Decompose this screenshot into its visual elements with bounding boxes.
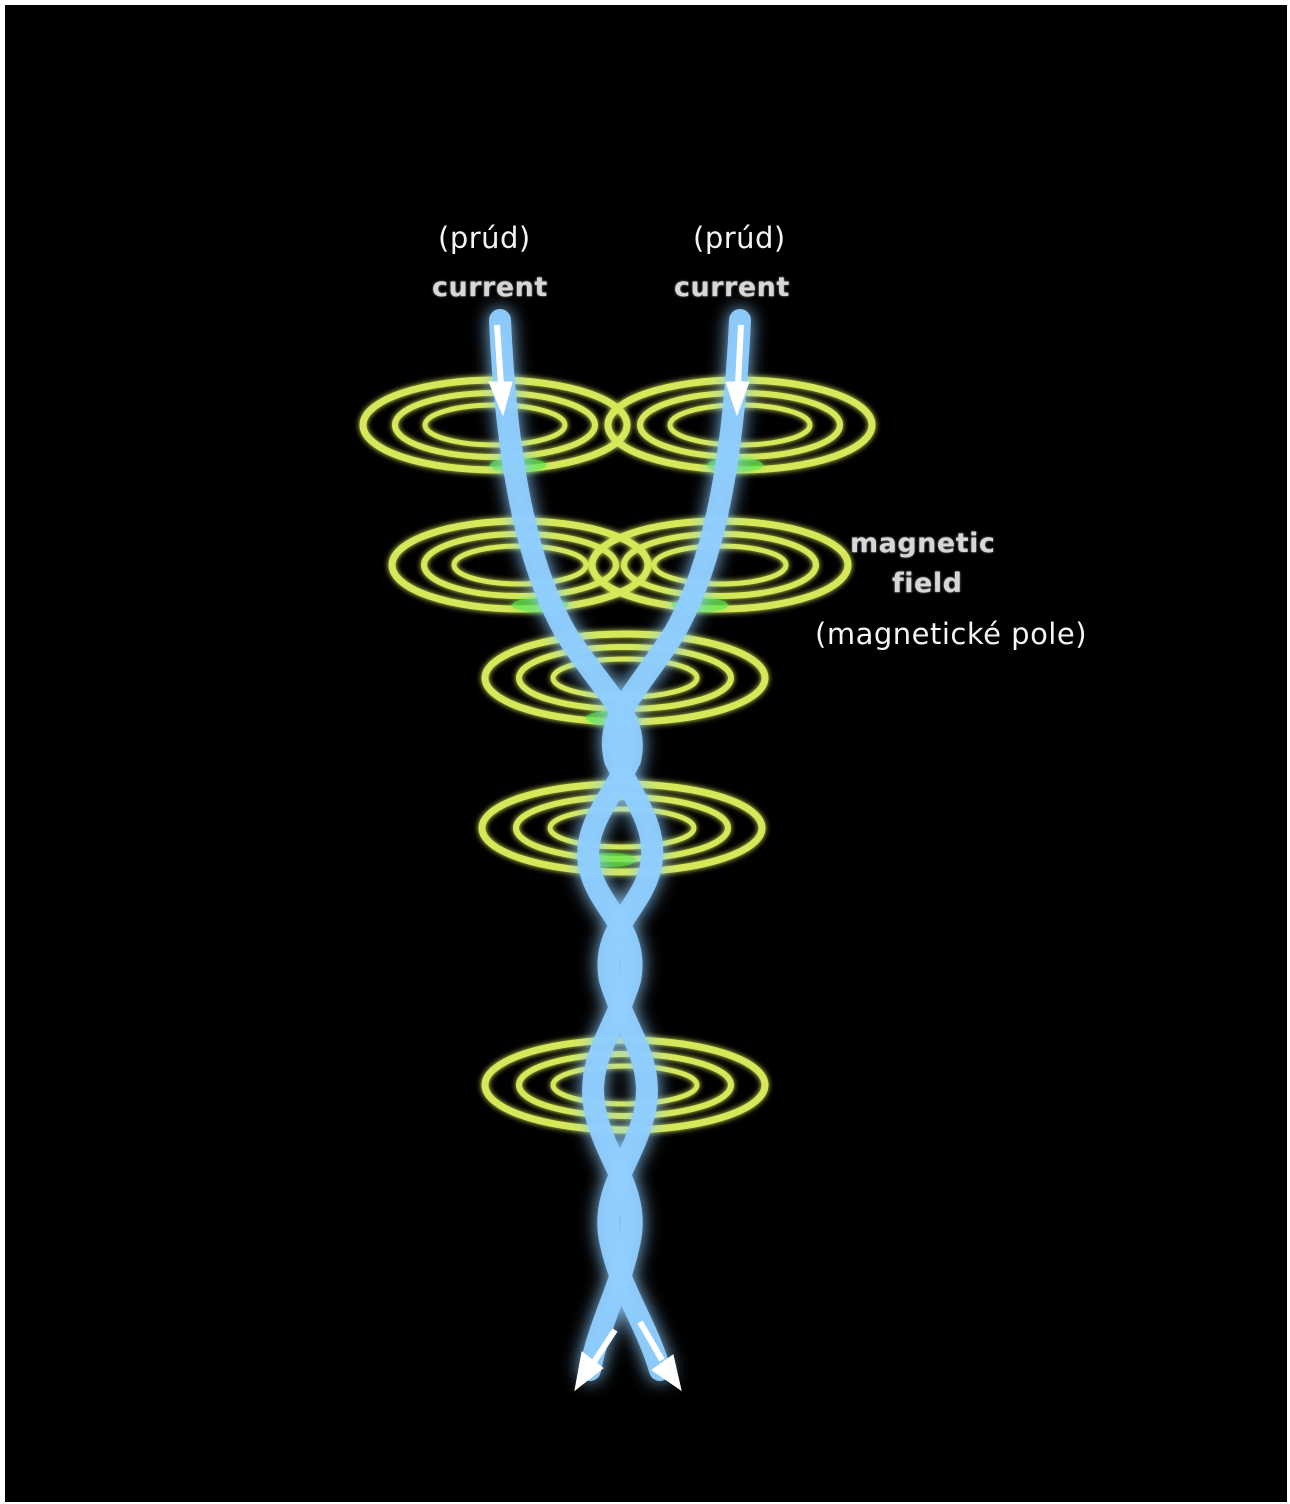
current-wires — [489, 309, 751, 1381]
current-label-left-cz: (prúd) — [438, 221, 531, 255]
magnetic-field-label-cz: (magnetické pole) — [815, 617, 1088, 651]
current-label-left-en: current — [432, 272, 548, 303]
wire-left — [489, 309, 643, 1381]
magnetic-field-label-en-line1: magnetic — [850, 528, 996, 559]
arrow-down-icon — [488, 324, 513, 417]
wire-right — [597, 309, 751, 1381]
arrow-down-icon — [725, 324, 750, 417]
figure-background — [5, 5, 1287, 1502]
current-label-right-cz: (prúd) — [693, 221, 786, 255]
arrow-down-left-icon — [574, 1328, 618, 1392]
magnetic-field-label-en-line2: field — [892, 568, 963, 599]
current-label-right-en: current — [674, 272, 790, 303]
field-ring-fifth — [481, 1036, 769, 1134]
arrow-down-right-icon — [637, 1320, 682, 1392]
